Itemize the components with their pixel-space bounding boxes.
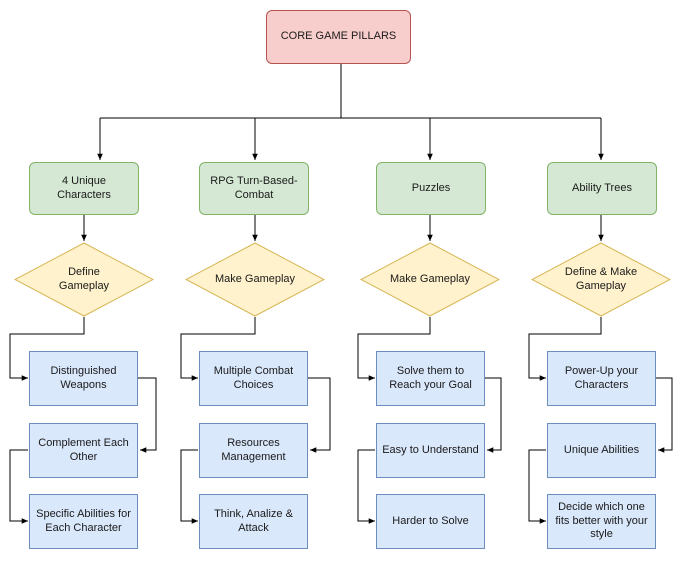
decision-node-4: Define & Make Gameplay — [531, 242, 671, 317]
item-node-3-3: Harder to Solve — [376, 494, 485, 549]
item-label-2-2: Resources Management — [221, 436, 286, 463]
edge-decision-to-item-2 — [180, 317, 256, 381]
item-label-3-2: Easy to Understand — [382, 443, 479, 456]
item-node-2-2: Resources Management — [199, 423, 308, 478]
edge-item2-to-item3-col1 — [9, 449, 28, 524]
item-label-3-3: Harder to Solve — [392, 514, 469, 527]
item-label-2-3: Think, Analize & Attack — [214, 507, 293, 534]
item-label-4-2: Unique Abilities — [563, 443, 640, 456]
item-node-4-2: Unique Abilities — [547, 423, 656, 478]
decision-node-2: Make Gameplay — [185, 242, 325, 317]
root-node: CORE GAME PILLARS — [266, 10, 411, 64]
decision-label-3: Make Gameplay — [389, 272, 471, 285]
item-node-1-2: Complement Each Other — [29, 423, 138, 478]
pillar-node-4: Ability Trees — [547, 162, 657, 215]
root-label: CORE GAME PILLARS — [280, 30, 397, 43]
decision-label-1: Define Gameplay — [58, 265, 110, 292]
item-node-3-1: Solve them to Reach your Goal — [376, 351, 485, 406]
edge-decision-to-item-1 — [9, 317, 85, 381]
edge-item2-to-item3-col2 — [180, 449, 198, 524]
edge-item2-to-item3-col3 — [357, 449, 375, 524]
edge-item1-to-item2-col1 — [138, 377, 157, 453]
edge-item1-to-item2-col2 — [308, 377, 331, 453]
edge-item2-to-item3-col4 — [528, 449, 546, 524]
item-node-1-3: Specific Abilities for Each Character — [29, 494, 138, 549]
root-trunk-edge — [100, 64, 601, 119]
item-node-3-2: Easy to Understand — [376, 423, 485, 478]
item-node-4-1: Power-Up your Characters — [547, 351, 656, 406]
decision-label-4: Define & Make Gameplay — [564, 265, 638, 292]
edge-item1-to-item2-col4 — [656, 377, 673, 453]
pillar-node-3: Puzzles — [376, 162, 486, 215]
pillar-label-2: RPG Turn-Based-Combat — [210, 174, 298, 201]
edge-decision-to-item-3 — [357, 317, 431, 381]
item-label-3-1: Solve them to Reach your Goal — [389, 364, 472, 391]
edge-item1-to-item2-col3 — [485, 377, 502, 453]
decision-node-1: Define Gameplay — [14, 242, 154, 317]
item-label-4-3: Decide which one fits better with your s… — [555, 500, 648, 541]
item-label-4-1: Power-Up your Characters — [564, 364, 639, 391]
item-node-2-1: Multiple Combat Choices — [199, 351, 308, 406]
item-node-2-3: Think, Analize & Attack — [199, 494, 308, 549]
item-label-1-1: Distinguished Weapons — [50, 364, 117, 391]
item-node-4-3: Decide which one fits better with your s… — [547, 494, 656, 549]
item-label-2-1: Multiple Combat Choices — [213, 364, 294, 391]
edge-decision-to-item-4 — [528, 317, 602, 381]
pillar-label-3: Puzzles — [411, 181, 451, 194]
item-node-1-1: Distinguished Weapons — [29, 351, 138, 406]
pillar-node-2: RPG Turn-Based-Combat — [199, 162, 309, 215]
decision-node-3: Make Gameplay — [360, 242, 500, 317]
pillar-label-1: 4 Unique Characters — [57, 174, 111, 201]
pillar-node-1: 4 Unique Characters — [29, 162, 139, 215]
item-label-1-3: Specific Abilities for Each Character — [36, 507, 131, 534]
item-label-1-2: Complement Each Other — [38, 436, 129, 463]
decision-label-2: Make Gameplay — [214, 272, 296, 285]
pillar-label-4: Ability Trees — [572, 181, 632, 194]
